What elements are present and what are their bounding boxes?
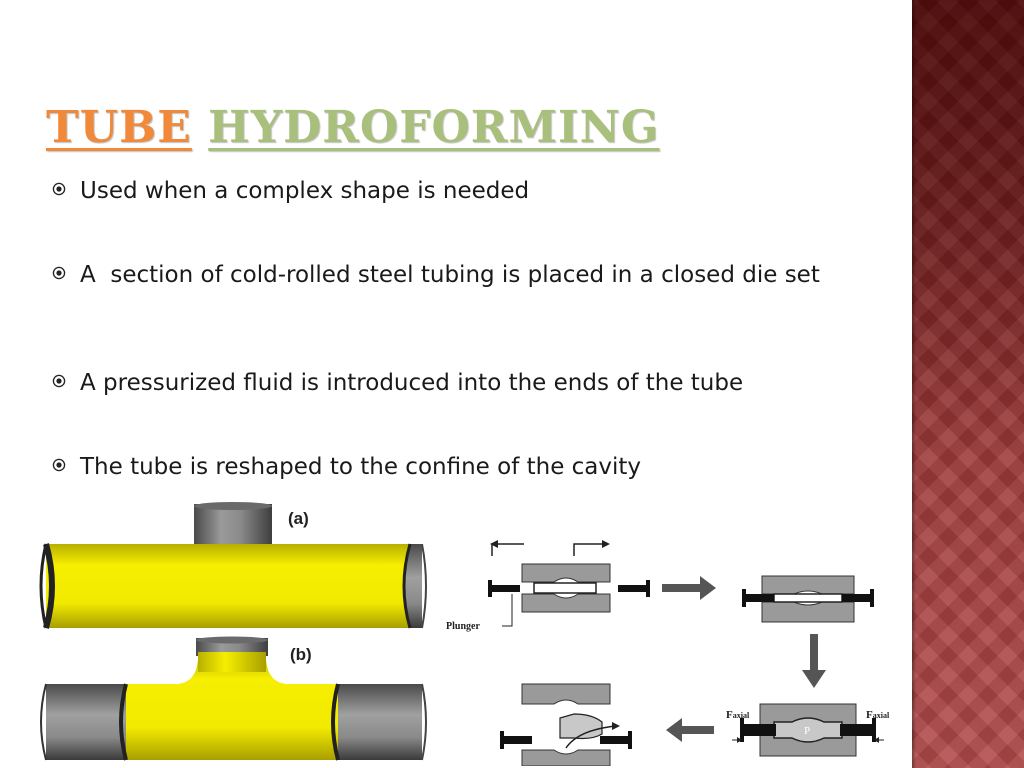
process-step-open-die: Plunger <box>446 540 650 632</box>
pressure-p-label: P <box>804 725 810 737</box>
bullet-item: A section of cold-rolled steel tubing is… <box>52 260 872 291</box>
tube-t-shape-figure: (a) (b) <box>39 502 427 761</box>
f-axial-right-label: Faxial <box>866 709 890 721</box>
circle-dot-bullet-icon <box>52 176 80 207</box>
bullet-text: The tube is reshaped to the confine of t… <box>80 454 642 480</box>
figure-label-a: (a) <box>288 509 309 528</box>
f-axial-left-label: Faxial <box>726 709 750 721</box>
circle-dot-bullet-icon <box>52 368 80 399</box>
slide-title: TUBE HYDROFORMING <box>46 100 659 156</box>
figure-label-b: (b) <box>290 645 312 664</box>
side-decorative-band <box>912 0 1024 768</box>
title-word-hydroforming: HYDROFORMING <box>208 102 660 153</box>
tube-after-drawing <box>40 636 427 761</box>
hydroforming-process-figure: Plunger P Faxial Faxial <box>446 540 890 766</box>
process-step-closed-die <box>742 575 874 623</box>
circle-dot-bullet-icon <box>52 260 80 291</box>
arrow-left-icon <box>666 718 714 742</box>
bullet-item: A pressurized fluid is introduced into t… <box>52 368 872 399</box>
arrow-down-icon <box>802 634 826 688</box>
process-step-formed-part <box>500 683 632 766</box>
bullet-text: Used when a complex shape is needed <box>80 178 530 204</box>
bullet-text: A section of cold-rolled steel tubing is… <box>80 262 820 288</box>
plunger-label: Plunger <box>446 621 480 632</box>
arrow-right-icon <box>662 576 716 600</box>
tube-before-drawing <box>39 502 427 629</box>
title-word-tube: TUBE <box>46 102 192 153</box>
circle-dot-bullet-icon <box>52 452 80 483</box>
bullet-item: The tube is reshaped to the confine of t… <box>52 452 872 483</box>
bullet-text: A pressurized fluid is introduced into t… <box>80 370 744 396</box>
bullet-item: Used when a complex shape is needed <box>52 176 872 207</box>
process-step-pressurized: P Faxial Faxial <box>726 703 890 757</box>
